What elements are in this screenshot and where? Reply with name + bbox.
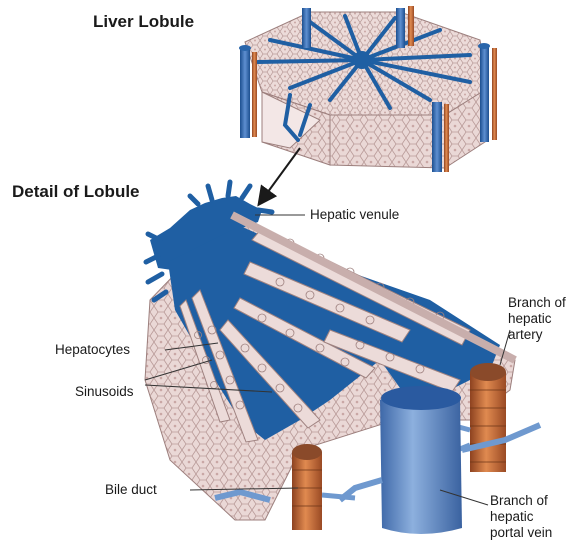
hepatic-artery-label: Branch of hepatic artery	[508, 295, 580, 343]
hepatocytes-label: Hepatocytes	[55, 342, 130, 358]
hepatic-artery-label-line-3: artery	[508, 327, 580, 343]
portal-vein-label-line-1: Branch of	[490, 493, 580, 509]
zoom-arrow	[262, 148, 300, 200]
hepatic-venule-label: Hepatic venule	[310, 207, 399, 223]
liver-lobule-title: Liver Lobule	[93, 12, 194, 32]
portal-vein-label-line-2: hepatic	[490, 509, 580, 525]
hepatic-artery-label-line-1: Branch of	[508, 295, 580, 311]
sinusoids-label: Sinusoids	[75, 384, 134, 400]
liver-lobule-block	[239, 6, 497, 172]
portal-vein-label-line-3: portal vein	[490, 525, 580, 541]
bile-duct-label: Bile duct	[105, 482, 157, 498]
hepatic-artery-label-line-2: hepatic	[508, 311, 580, 327]
detail-of-lobule-title: Detail of Lobule	[12, 182, 140, 202]
portal-vein-label: Branch of hepatic portal vein	[490, 493, 580, 541]
lobule-detail	[145, 182, 540, 534]
